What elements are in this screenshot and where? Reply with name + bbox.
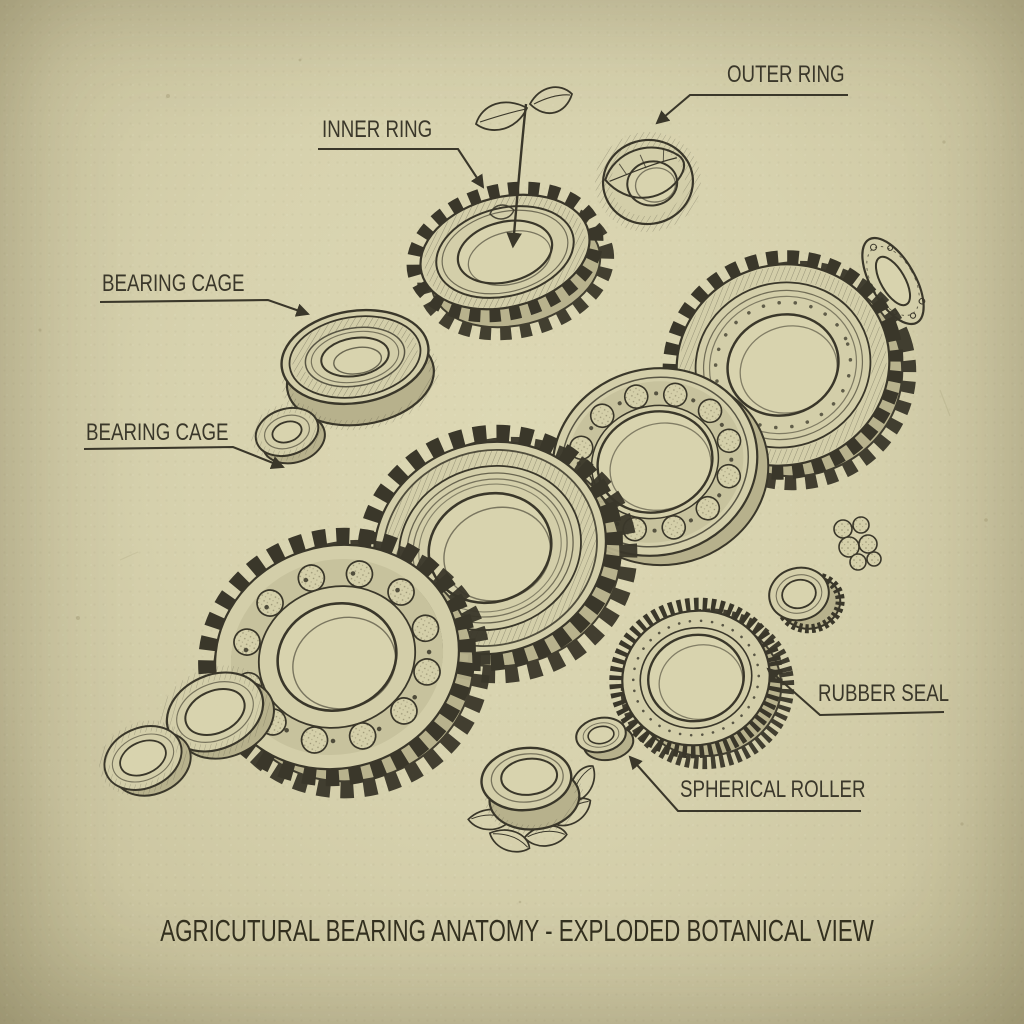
rubber-seal-illustration [609, 597, 795, 770]
bearing-cage-lower-leader [83, 445, 285, 470]
bearing-cage-lower-label: BEARING CAGE [86, 419, 229, 446]
inner-ring-leader [318, 147, 485, 189]
sprout-illustration [474, 86, 574, 249]
outer-ring-label: OUTER RING [727, 61, 845, 88]
cylinder-ring-on-leaves-illustration [467, 746, 596, 853]
ball-bearing-ring-illustration [551, 367, 770, 567]
rubber-seal-leader [766, 667, 945, 717]
small-washer-illustration [250, 402, 326, 465]
plain-ring-small-illustration [98, 720, 192, 797]
ball-bearing-gear-illustration [198, 527, 491, 799]
inner-ring-label: INNER RING [322, 116, 433, 143]
seed-berry-cluster-illustration [833, 516, 882, 571]
leader-lines [83, 93, 945, 813]
sealed-bearing-cage-illustration [280, 308, 439, 431]
spherical-roller-leader [628, 755, 861, 813]
leaf-wrapped-outer-ring-illustration [595, 131, 701, 233]
paper-flecks [38, 58, 988, 904]
outer-ring-leader [655, 93, 848, 125]
bearing-cage-upper-leader [99, 298, 310, 317]
spherical-roller-label: SPHERICAL ROLLER [680, 776, 866, 803]
bearing-cage-upper-label: BEARING CAGE [102, 270, 245, 297]
small-ribbed-ring-illustration [768, 566, 845, 634]
inner-ring-gear-illustration [406, 86, 615, 341]
spherical-roller-illustration [575, 716, 635, 762]
diagram-title: AGRICUTURAL BEARING ANATOMY - EXPLODED B… [160, 913, 874, 948]
rubber-seal-label: RUBBER SEAL [818, 680, 950, 707]
